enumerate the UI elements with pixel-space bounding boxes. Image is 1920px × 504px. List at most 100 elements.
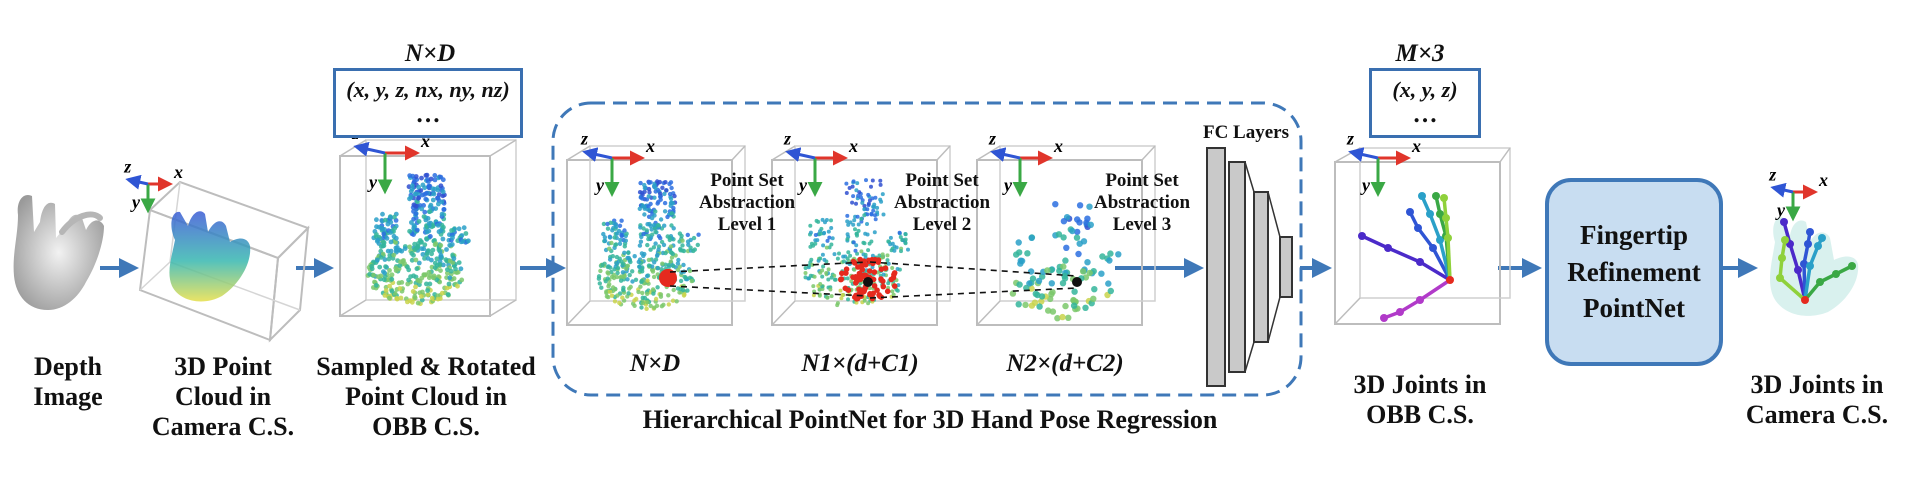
cloud-point	[387, 283, 392, 289]
cloud-point	[658, 235, 663, 241]
cloud-point	[870, 178, 875, 183]
cloud-point	[389, 276, 395, 282]
cloud-point	[680, 243, 685, 248]
cloud-point	[655, 179, 660, 184]
label-joints-obb: 3D Joints in OBB C.S.	[1353, 370, 1487, 429]
cloud-point	[367, 271, 373, 277]
cloud-point	[624, 231, 629, 236]
cloud-point	[675, 261, 681, 266]
cloud-point	[847, 186, 852, 190]
cloud-point	[605, 221, 610, 227]
cloud-point	[599, 285, 604, 290]
cloud-point	[607, 235, 613, 240]
cloud-point	[413, 174, 419, 179]
cloud-point	[653, 229, 658, 235]
cluster-point	[842, 285, 849, 292]
cloud-point	[644, 306, 649, 311]
cloud-point	[903, 241, 908, 246]
cloud-point	[674, 299, 679, 304]
cam-skel-bone	[1803, 265, 1812, 301]
cloud-point	[1060, 263, 1067, 270]
cloud-point	[890, 289, 895, 294]
cloud-point	[425, 256, 431, 261]
cloud-point	[463, 231, 469, 236]
cloud-point	[671, 263, 676, 269]
cloud-point	[606, 271, 611, 276]
cloud-point	[445, 292, 451, 297]
cluster-point	[855, 264, 861, 270]
cloud-point	[640, 204, 645, 209]
cloud-point	[820, 268, 825, 273]
cloud-point	[410, 289, 416, 294]
cloud-point	[866, 248, 871, 253]
cloud-point	[632, 298, 637, 303]
cloud-point	[378, 244, 384, 249]
cloud-point	[661, 242, 667, 248]
cloud-point	[687, 275, 693, 280]
cloud-point	[845, 213, 850, 218]
cloud-point	[851, 194, 856, 199]
cloud-point	[670, 201, 676, 206]
cloud-point	[438, 268, 443, 273]
cloud-point	[387, 253, 393, 258]
cloud-point	[1075, 250, 1082, 258]
cloud-point	[389, 288, 395, 294]
cluster-point	[888, 276, 895, 283]
cloud-point	[383, 288, 389, 293]
cloud-point	[848, 253, 853, 258]
cloud-point	[391, 252, 397, 258]
cloud-point	[818, 282, 823, 286]
cloud-point	[625, 255, 630, 261]
cloud-point	[1069, 227, 1076, 235]
cloud-point	[409, 220, 414, 225]
cloud-point	[662, 223, 667, 228]
cloud-point	[396, 280, 402, 286]
cloud-point	[869, 239, 874, 244]
cloud-point	[644, 273, 650, 279]
cloud-point	[409, 251, 415, 256]
cluster-point	[884, 288, 891, 295]
cloud-point	[668, 196, 674, 201]
cloud-point	[642, 182, 647, 188]
cloud-point	[417, 279, 423, 284]
cloud-point	[375, 237, 381, 243]
obb-skel-joint	[1380, 314, 1388, 322]
cloud-point	[854, 201, 858, 206]
cloud-point	[1105, 280, 1112, 287]
cloud-point	[879, 199, 884, 204]
cloud-point	[374, 217, 379, 223]
cloud-point	[655, 201, 660, 206]
obb-skel-joint	[1440, 194, 1448, 202]
cloud-point	[854, 231, 859, 236]
cloud-point	[1074, 228, 1081, 236]
cloud-point	[825, 238, 830, 243]
cloud-point	[869, 212, 874, 217]
cloud-point	[676, 257, 681, 263]
cloud-point	[413, 257, 419, 263]
math-m3-top: M×3	[1395, 40, 1445, 67]
cloud-point	[647, 190, 652, 195]
cloud-point	[645, 300, 650, 305]
cloud-point	[1032, 290, 1040, 297]
cloud-point	[375, 257, 380, 263]
cloud-point	[419, 206, 425, 212]
cloud-point	[605, 276, 610, 281]
cloud-point	[388, 239, 394, 245]
cloud-point	[438, 243, 444, 248]
cloud-point	[645, 278, 650, 283]
cloud-point	[655, 285, 660, 290]
cloud-point	[646, 194, 651, 199]
cloud-point	[626, 291, 631, 296]
cloud-point	[832, 277, 837, 282]
cluster-point	[852, 260, 858, 266]
cloud-point	[811, 284, 816, 289]
cloud-point	[903, 232, 908, 237]
cloud-point	[822, 230, 827, 235]
cloud-point	[841, 259, 846, 264]
cloud-point	[614, 231, 620, 236]
cloud-point	[394, 296, 400, 302]
cloud-point	[399, 248, 405, 254]
cloud-point	[642, 212, 647, 217]
cloud-point	[668, 250, 674, 255]
cloud-point	[626, 250, 631, 255]
